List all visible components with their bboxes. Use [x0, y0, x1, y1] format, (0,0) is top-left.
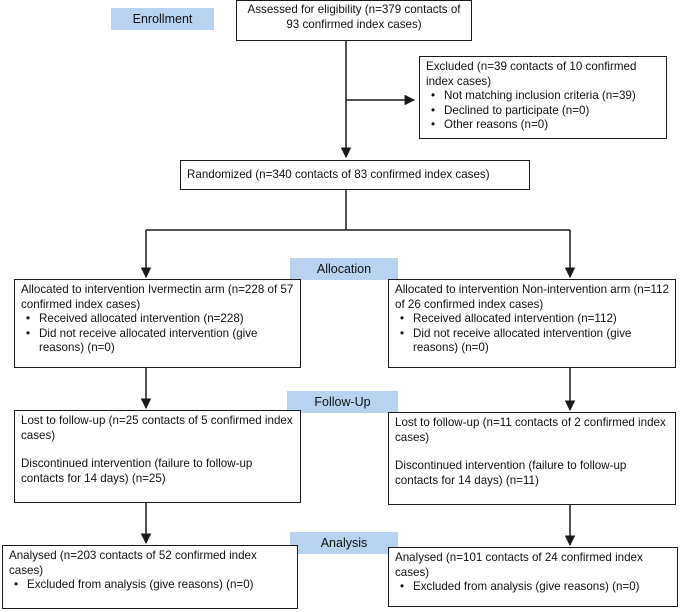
stage-label-allocation: Allocation: [290, 258, 398, 280]
analysis-right-list: Excluded from analysis (give reasons) (n…: [395, 580, 671, 595]
followup-left-box: Lost to follow-up (n=25 contacts of 5 co…: [14, 410, 301, 503]
followup-left-discontinued: Discontinued intervention (failure to fo…: [21, 457, 253, 485]
excluded-title: Excluded (n=39 contacts of 10 confirmed …: [426, 60, 637, 88]
allocation-left-box: Allocated to intervention Ivermectin arm…: [14, 279, 301, 368]
list-item: Other reasons (n=0): [431, 118, 660, 133]
allocation-left-list: Received allocated intervention (n=228) …: [21, 312, 294, 356]
allocation-right-list: Received allocated intervention (n=112) …: [395, 312, 669, 356]
allocation-right-box: Allocated to intervention Non-interventi…: [388, 279, 676, 368]
followup-left-lost: Lost to follow-up (n=25 contacts of 5 co…: [21, 414, 293, 442]
followup-right-discontinued: Discontinued intervention (failure to fo…: [395, 459, 627, 487]
stage-label-analysis: Analysis: [290, 532, 398, 554]
list-item: Did not receive allocated intervention (…: [26, 327, 294, 356]
followup-right-lost: Lost to follow-up (n=11 contacts of 2 co…: [395, 416, 666, 444]
excluded-box: Excluded (n=39 contacts of 10 confirmed …: [419, 56, 667, 139]
list-item: Declined to participate (n=0): [431, 104, 660, 119]
list-item: Not matching inclusion criteria (n=39): [431, 89, 660, 104]
allocation-right-title: Allocated to intervention Non-interventi…: [395, 283, 670, 311]
allocation-left-title: Allocated to intervention Ivermectin arm…: [21, 283, 294, 311]
list-item: Received allocated intervention (n=112): [400, 312, 669, 327]
list-item: Excluded from analysis (give reasons) (n…: [400, 580, 671, 595]
assessed-box: Assessed for eligibility (n=379 contacts…: [236, 0, 472, 41]
followup-right-box: Lost to follow-up (n=11 contacts of 2 co…: [388, 412, 676, 505]
analysis-left-title: Analysed (n=203 contacts of 52 confirmed…: [9, 549, 257, 577]
list-item: Received allocated intervention (n=228): [26, 312, 294, 327]
stage-label-followup: Follow-Up: [287, 391, 398, 413]
list-item: Did not receive allocated intervention (…: [400, 327, 669, 356]
assessed-text: Assessed for eligibility (n=379 contacts…: [247, 3, 461, 31]
analysis-left-list: Excluded from analysis (give reasons) (n…: [9, 578, 291, 593]
randomized-box: Randomized (n=340 contacts of 83 confirm…: [180, 160, 530, 190]
randomized-text: Randomized (n=340 contacts of 83 confirm…: [187, 168, 490, 181]
stage-label-enrollment: Enrollment: [111, 8, 214, 30]
analysis-right-title: Analysed (n=101 contacts of 24 confirmed…: [395, 551, 643, 579]
excluded-list: Not matching inclusion criteria (n=39) D…: [426, 89, 660, 133]
analysis-right-box: Analysed (n=101 contacts of 24 confirmed…: [388, 547, 678, 607]
list-item: Excluded from analysis (give reasons) (n…: [14, 578, 291, 593]
analysis-left-box: Analysed (n=203 contacts of 52 confirmed…: [2, 545, 298, 609]
